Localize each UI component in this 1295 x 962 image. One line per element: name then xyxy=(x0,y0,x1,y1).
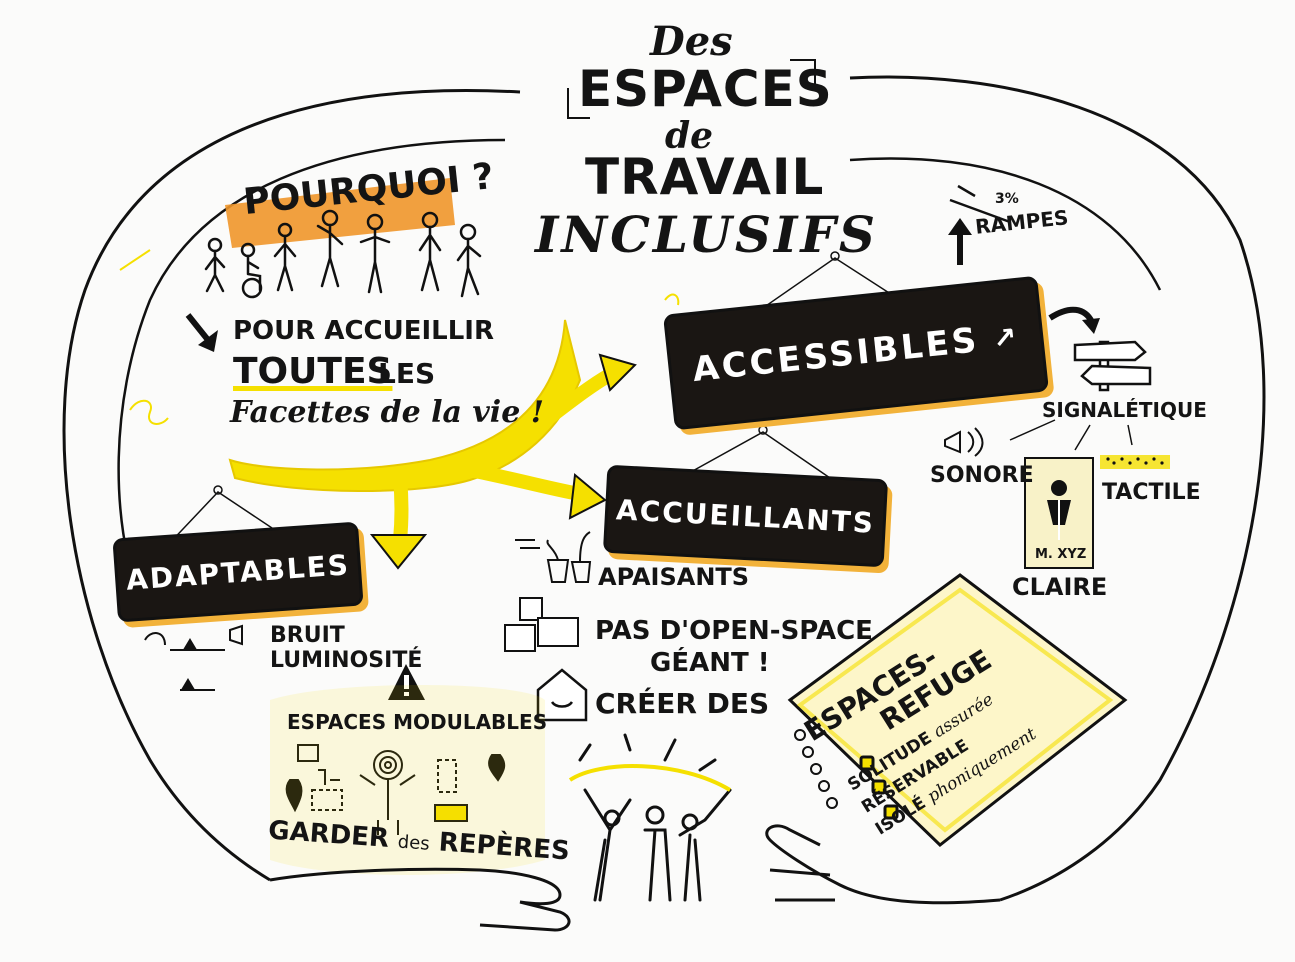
sign-adaptables: ADAPTABLES xyxy=(112,521,364,623)
string-accueillants xyxy=(679,431,831,479)
warning-icon xyxy=(388,664,425,700)
luminosite-label: LUMINOSITÉ xyxy=(270,648,423,673)
diverse-people-icons xyxy=(204,209,482,299)
sign-accueillants: ACCUEILLANTS xyxy=(602,464,889,568)
title-des: Des xyxy=(650,18,733,65)
arrow-to-signpost xyxy=(1048,306,1095,324)
yellow-arrow-adaptables xyxy=(393,477,409,541)
speaker-icon xyxy=(944,427,984,457)
door-sign-icon xyxy=(1024,457,1094,569)
external-arrow-icon: ↗ xyxy=(991,319,1021,356)
modular-spaces-icon xyxy=(285,744,506,822)
refuge-notebook xyxy=(787,573,1128,847)
yellow-splash xyxy=(568,764,732,792)
title-bracket-right xyxy=(790,59,816,85)
title-travail: TRAVAIL xyxy=(585,148,825,206)
creer-label: CRÉER DES xyxy=(595,687,770,720)
celebrating-people-icons xyxy=(578,733,732,902)
left-hand xyxy=(269,867,571,932)
door-label: M. XYZ xyxy=(1035,547,1087,562)
pourquoi-toutes: TOUTES xyxy=(233,351,393,392)
right-hand xyxy=(765,824,1001,905)
yellow-flow-main xyxy=(228,319,582,492)
bubble-inner-outline xyxy=(117,138,1162,601)
house-icon xyxy=(536,668,588,722)
ramp-percent: 3% xyxy=(995,191,1019,207)
yellow-arrowhead-accueillants xyxy=(568,473,607,520)
braille-dots xyxy=(1100,455,1170,469)
notebook-spiral xyxy=(794,729,838,809)
signaletique-label: SIGNALÉTIQUE xyxy=(1042,398,1207,422)
title-espaces: ESPACES xyxy=(578,60,833,118)
sign-adaptables-label: ADAPTABLES xyxy=(125,547,351,597)
sonore-label: SONORE xyxy=(930,463,1034,488)
plants-icon xyxy=(515,531,592,583)
yellow-arrow-accueillants xyxy=(468,463,587,502)
yellow-arrowhead-accessibles xyxy=(598,353,637,392)
yellow-arrowhead-adaptables xyxy=(369,534,428,570)
pourquoi-highlight xyxy=(225,178,455,248)
pourquoi-line3: Facettes de la vie ! xyxy=(230,395,544,430)
claire-label: CLAIRE xyxy=(1012,573,1108,601)
title-inclusifs: INCLUSIFS xyxy=(535,205,879,264)
string-adaptables xyxy=(164,491,291,549)
open-space-line1: PAS D'OPEN-SPACE xyxy=(595,616,873,646)
pourquoi-les: LES xyxy=(378,357,436,390)
sign-accueillants-label: ACCUEILLANTS xyxy=(615,492,876,540)
title-bracket-left xyxy=(567,88,590,119)
spiral-person-icon xyxy=(359,750,416,835)
refuge-checkboxes xyxy=(859,755,899,820)
bruit-label: BRUIT xyxy=(270,623,345,648)
tactile-label: TACTILE xyxy=(1102,480,1201,505)
string-accessibles xyxy=(759,257,901,311)
garder-b: des xyxy=(397,831,431,855)
modulables-label: ESPACES MODULABLES xyxy=(287,710,548,734)
bubble-outline xyxy=(62,75,1266,902)
sign-accessibles-label: ACCESSIBLES xyxy=(690,320,982,391)
apaisants-label: APAISANTS xyxy=(598,563,750,591)
title-de: de xyxy=(665,115,714,157)
ramp-icon xyxy=(949,184,1011,265)
yellow-modular-area xyxy=(270,685,545,875)
open-space-icon xyxy=(504,597,579,652)
pointer-arrow xyxy=(185,313,211,342)
signpost-icon xyxy=(1073,340,1152,392)
pourquoi-line1: POUR ACCUEILLIR xyxy=(233,316,495,346)
open-space-line2: GÉANT ! xyxy=(650,648,770,678)
sliders-icon xyxy=(144,624,243,691)
